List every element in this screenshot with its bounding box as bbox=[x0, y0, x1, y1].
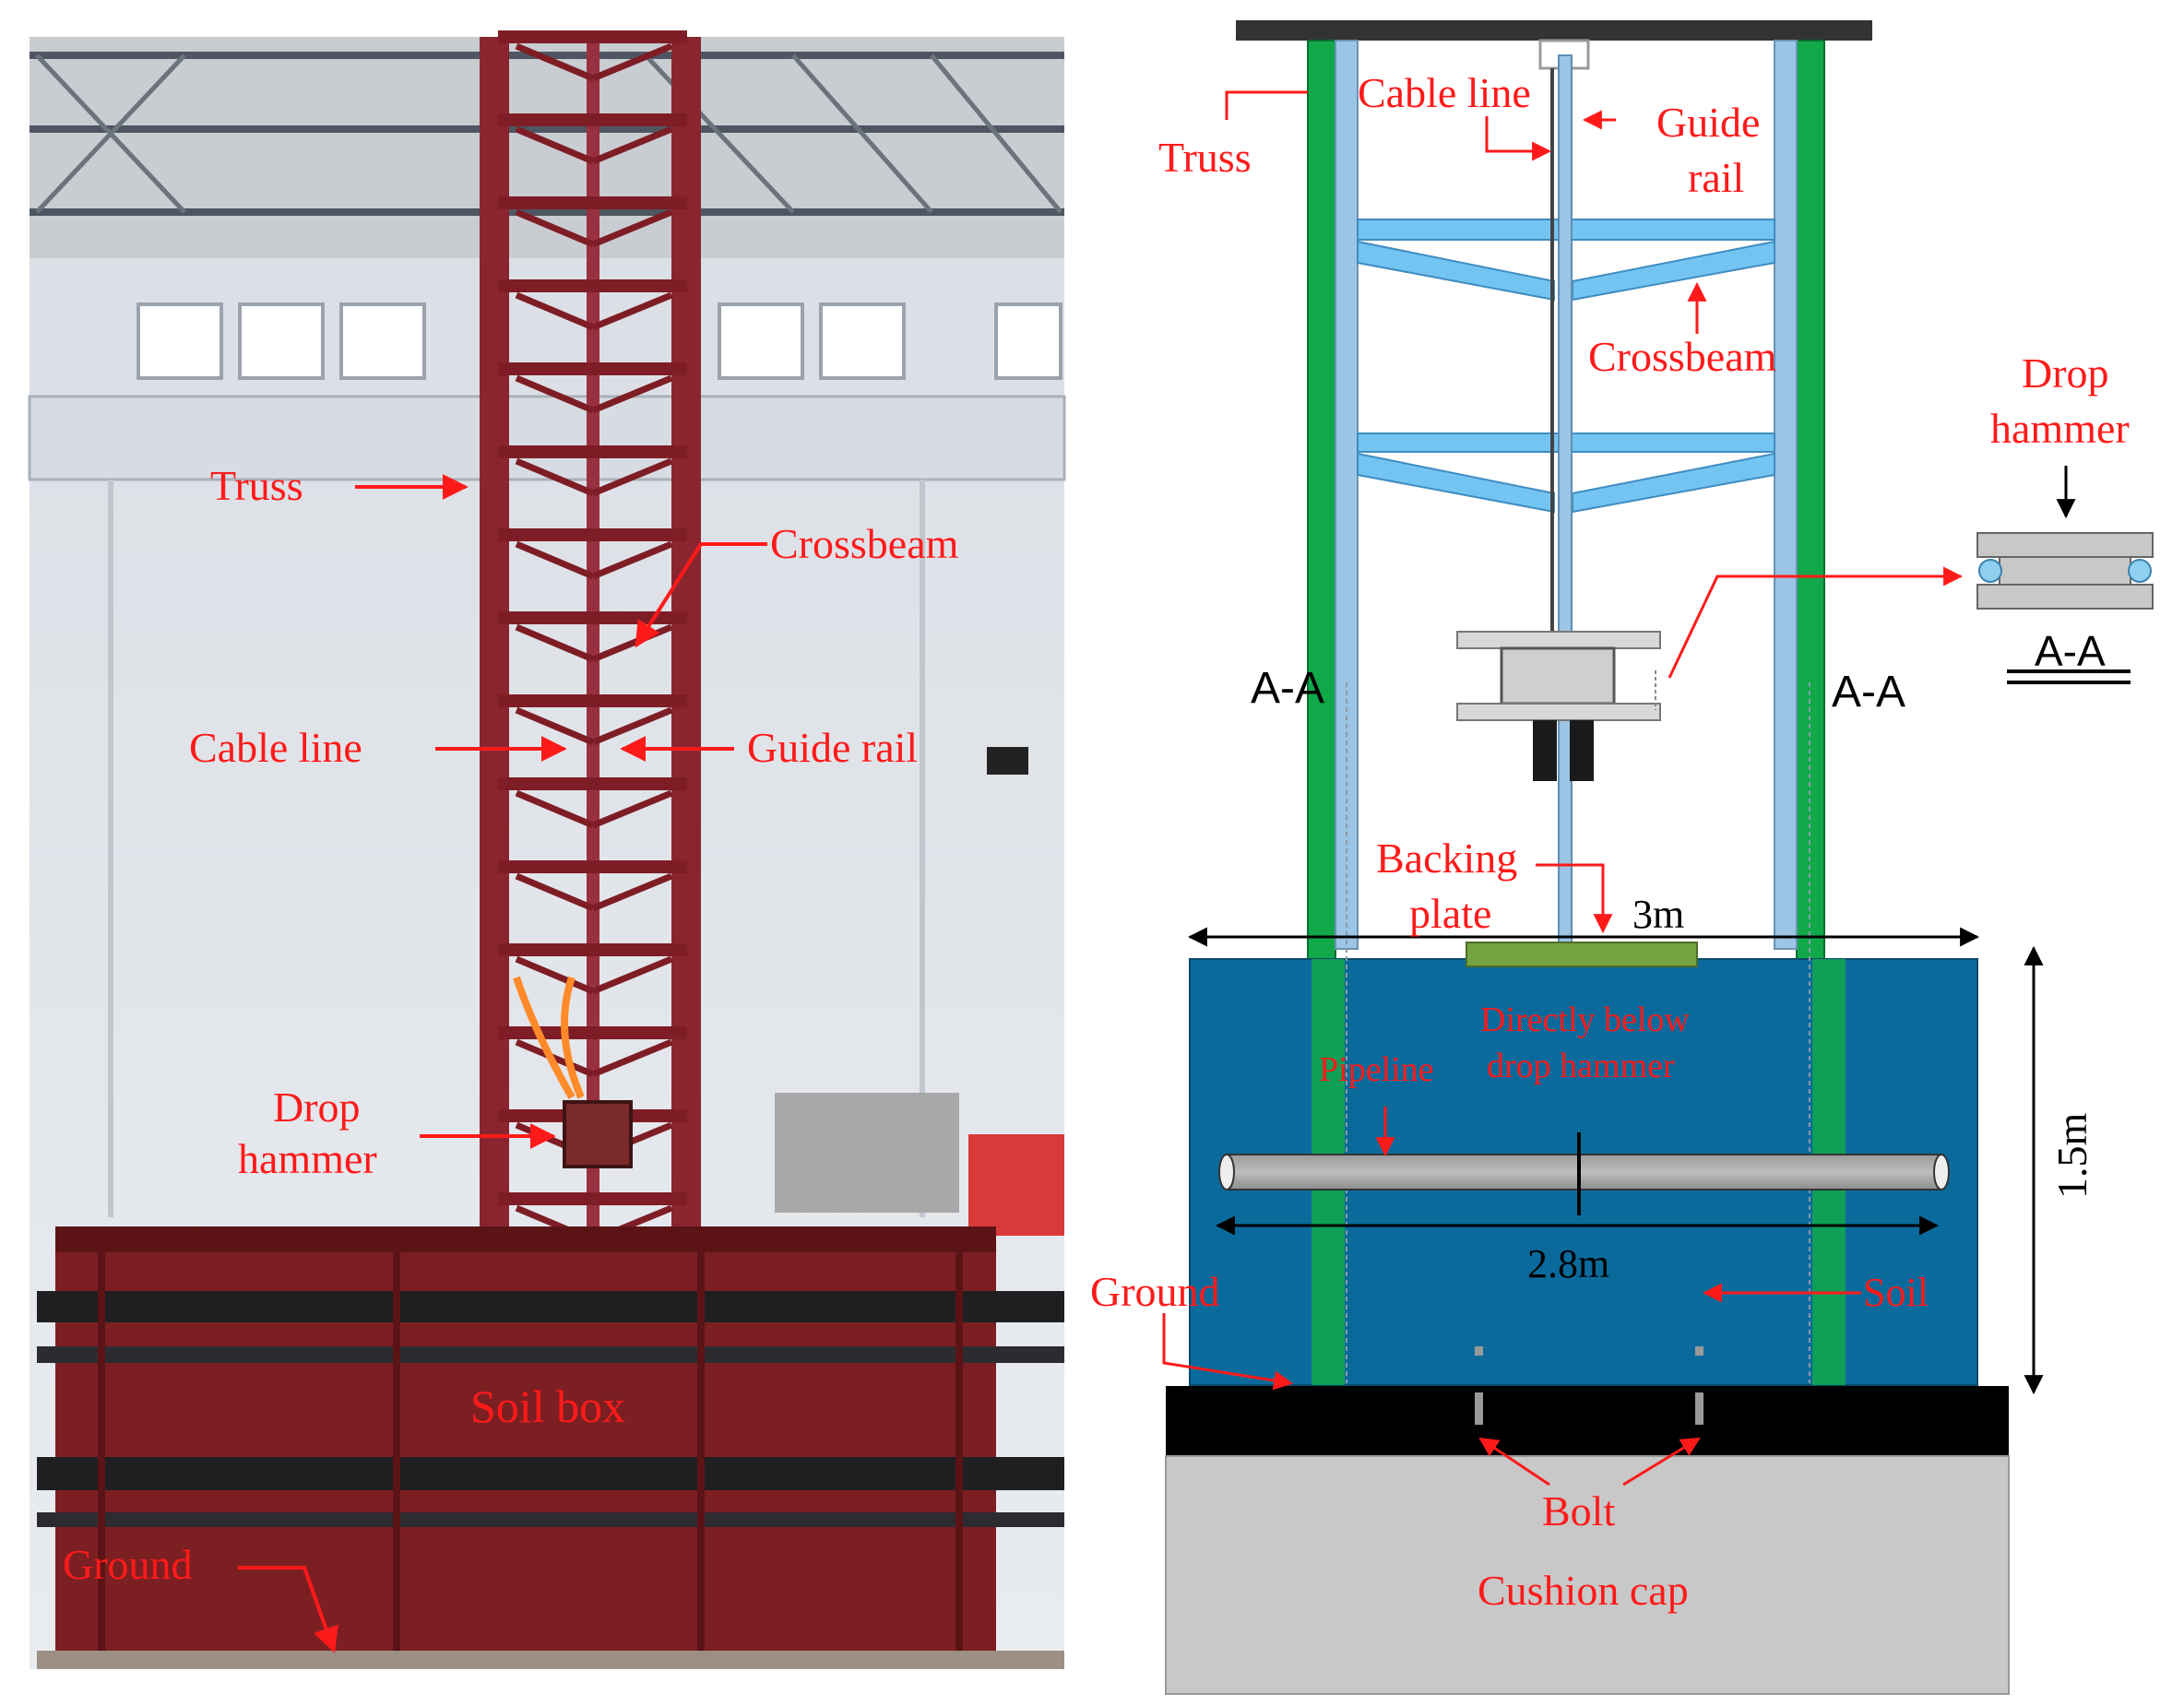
truss-diagonal bbox=[515, 208, 595, 248]
truss-diagonal bbox=[515, 125, 595, 165]
schem-drop-hammer-label-2: hammer bbox=[1990, 405, 2130, 452]
section-aa-inset bbox=[1976, 466, 2154, 684]
truss-diagonal bbox=[591, 706, 673, 746]
schem-guide-rail-label-2: rail bbox=[1688, 154, 1744, 201]
pipe-length-label: 2.8m bbox=[1527, 1241, 1609, 1286]
photo-guide-rail-label: Guide rail bbox=[747, 724, 918, 771]
truss-diagonal bbox=[515, 457, 595, 497]
schematic: Cable line Truss Guide rail Crossbeam Dr… bbox=[1090, 20, 2154, 1695]
drop-hammer bbox=[1456, 631, 1661, 781]
width-label: 3m bbox=[1632, 892, 1684, 937]
truss-diagonal bbox=[591, 374, 673, 414]
truss-diagonal bbox=[515, 706, 595, 746]
section-left-label: A-A bbox=[1251, 664, 1324, 713]
schem-truss-label: Truss bbox=[1158, 134, 1252, 181]
rail-left bbox=[1335, 40, 1359, 950]
truss-diagonal bbox=[515, 291, 595, 331]
backing-plate bbox=[1466, 942, 1698, 967]
schem-cable-line-label: Cable line bbox=[1358, 69, 1531, 116]
bolt-label: Bolt bbox=[1542, 1487, 1615, 1534]
schem-guide-rail-label-1: Guide bbox=[1656, 99, 1760, 146]
photo-soil-box bbox=[37, 1226, 1064, 1669]
directly-below-label-1: Directly below bbox=[1480, 1001, 1690, 1039]
backing-plate-label-2: plate bbox=[1409, 890, 1491, 937]
soil-label: Soil bbox=[1863, 1270, 1929, 1315]
backing-plate-label-1: Backing bbox=[1376, 835, 1517, 882]
photo-soil-box-label: Soil box bbox=[470, 1380, 625, 1432]
section-aa-label: A-A bbox=[2035, 627, 2106, 675]
truss-diagonal bbox=[591, 457, 673, 497]
pipeline-label: Pipeline bbox=[1319, 1050, 1434, 1089]
truss-diagonal bbox=[591, 208, 673, 248]
schem-drop-hammer-label-1: Drop bbox=[2022, 349, 2109, 397]
photo-drop-hammer-label-1: Drop bbox=[273, 1084, 361, 1131]
truss-diagonal bbox=[591, 125, 673, 165]
cushion-cap-label: Cushion cap bbox=[1478, 1567, 1689, 1614]
cushion-cap bbox=[1165, 1455, 2010, 1695]
truss-diagonal bbox=[591, 42, 673, 82]
rail-right bbox=[1774, 40, 1798, 950]
photo-crossbeam-label: Crossbeam bbox=[770, 520, 959, 567]
truss-diagonal bbox=[515, 623, 595, 663]
truss-diagonal bbox=[515, 955, 595, 995]
truss-diagonal bbox=[591, 540, 673, 580]
truss-diagonal bbox=[515, 872, 595, 912]
schematic-arrows bbox=[1162, 90, 1964, 1487]
directly-below-label-2: drop hammer bbox=[1487, 1047, 1675, 1085]
truss-diagonal bbox=[591, 1038, 673, 1078]
schem-ground-label: Ground bbox=[1090, 1268, 1220, 1315]
truss-diagonal bbox=[515, 540, 595, 580]
base-slab bbox=[1166, 1386, 2009, 1456]
photo-ground-label: Ground bbox=[63, 1541, 193, 1588]
section-right-label: A-A bbox=[1832, 668, 1905, 717]
photo-annotations: Truss Crossbeam Cable line Guide rail Dr… bbox=[63, 462, 959, 1653]
photo-drop-hammer-label-2: hammer bbox=[238, 1135, 377, 1182]
depth-label: 1.5m bbox=[2048, 1113, 2095, 1200]
truss-diagonal bbox=[591, 955, 673, 995]
photo-cable-line-label: Cable line bbox=[189, 724, 362, 771]
truss-diagonal bbox=[591, 872, 673, 912]
guide-rail bbox=[1558, 54, 1573, 965]
truss-diagonal bbox=[515, 374, 595, 414]
photo-truss-label: Truss bbox=[210, 462, 303, 509]
pipeline bbox=[1218, 1132, 1950, 1215]
truss-diagonal bbox=[591, 291, 673, 331]
truss-diagonal bbox=[515, 789, 595, 829]
schem-crossbeam-label: Crossbeam bbox=[1588, 333, 1777, 380]
photo-truss bbox=[480, 30, 701, 1244]
bolts bbox=[1475, 1346, 1703, 1425]
top-beam bbox=[1236, 20, 1872, 41]
site-photo: Truss Crossbeam Cable line Guide rail Dr… bbox=[28, 30, 1066, 1669]
truss-diagonal bbox=[515, 42, 595, 82]
truss-diagonal bbox=[591, 789, 673, 829]
